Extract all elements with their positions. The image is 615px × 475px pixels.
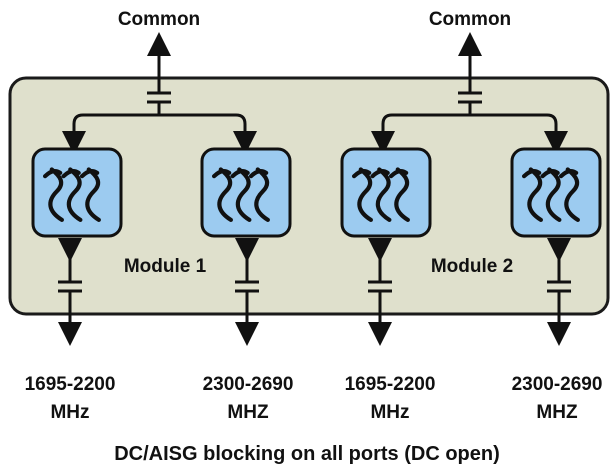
bandpass-filter-icon bbox=[340, 147, 432, 238]
dc-block-capacitor-icon bbox=[457, 91, 483, 104]
port-band-2a: 1695-2200 bbox=[345, 374, 436, 395]
module-label-2: Module 2 bbox=[431, 256, 513, 277]
common-label-2: Common bbox=[429, 9, 511, 30]
port-unit-2b: MHZ bbox=[536, 402, 578, 423]
bandpass-filter-icon bbox=[200, 147, 292, 238]
dc-block-capacitor-icon bbox=[235, 280, 259, 293]
module-label-1: Module 1 bbox=[124, 256, 207, 277]
common-label-1: Common bbox=[118, 9, 200, 30]
split-bus-2 bbox=[381, 113, 558, 140]
bandpass-filter-icon bbox=[510, 147, 602, 238]
module-enclosure bbox=[8, 76, 610, 316]
dc-block-capacitor-icon bbox=[146, 91, 172, 104]
dc-block-capacitor-icon bbox=[368, 280, 392, 293]
bandpass-filter-icon bbox=[31, 147, 123, 238]
port-band-2b: 2300-2690 bbox=[512, 374, 603, 395]
port-band-1a: 1695-2200 bbox=[25, 374, 116, 395]
port-unit-1b: MHZ bbox=[227, 402, 269, 423]
module-1: Common Module 1 bbox=[25, 9, 294, 423]
port-band-1b: 2300-2690 bbox=[203, 374, 294, 395]
module-2: Common Module 2 1 bbox=[340, 9, 603, 423]
port-unit-2a: MHz bbox=[370, 402, 409, 423]
caption: DC/AISG blocking on all ports (DC open) bbox=[114, 443, 500, 465]
dc-block-capacitor-icon bbox=[547, 280, 571, 293]
dc-block-capacitor-icon bbox=[58, 280, 82, 293]
port-unit-1a: MHz bbox=[50, 402, 89, 423]
split-bus-1 bbox=[72, 113, 247, 140]
